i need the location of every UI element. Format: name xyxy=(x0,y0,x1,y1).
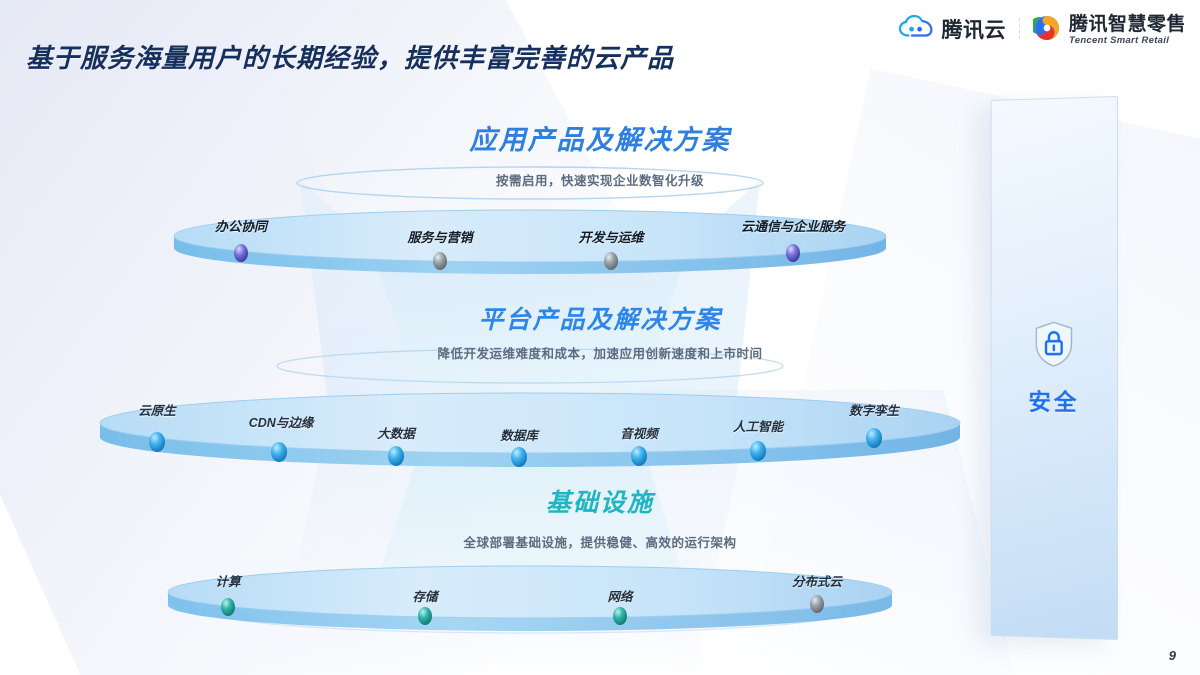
node-label-cdn-edge[interactable]: CDN与边缘 xyxy=(248,416,314,430)
tier-subtitle-platform: 降低开发运维难度和成本，加速应用创新速度和上市时间 xyxy=(437,347,763,361)
node-label-compute[interactable]: 计算 xyxy=(215,575,241,589)
tier-title-application: 应用产品及解决方案 xyxy=(469,125,731,155)
smart-retail-label-en: Tencent Smart Retail xyxy=(1068,34,1170,46)
node-label-cloud-communication[interactable]: 云通信与企业服务 xyxy=(740,219,846,234)
logo-bar: 腾讯云 腾讯智慧零售 Tencent Smart Retail xyxy=(899,10,1186,50)
node-dot xyxy=(786,244,800,262)
node-label-digital-twin[interactable]: 数字孪生 xyxy=(848,404,900,418)
security-panel-content: 安全 xyxy=(992,97,1117,639)
node-label-service-marketing[interactable]: 服务与营销 xyxy=(407,230,473,245)
background-shape-three xyxy=(180,560,700,675)
node-label-audio-video[interactable]: 音视频 xyxy=(620,427,658,441)
page-number: 9 xyxy=(1168,648,1176,663)
page-title: 基于服务海量用户的长期经验，提供丰富完善的云产品 xyxy=(26,43,675,73)
node-label-database[interactable]: 数据库 xyxy=(500,429,538,443)
node-label-storage[interactable]: 存储 xyxy=(412,590,438,604)
node-label-office-collaboration[interactable]: 办公协同 xyxy=(214,219,268,234)
security-panel[interactable]: 安全 xyxy=(990,96,1118,640)
tier-title-platform: 平台产品及解决方案 xyxy=(478,306,722,334)
smart-retail-text: 腾讯智慧零售 Tencent Smart Retail xyxy=(1069,15,1186,46)
node-label-big-data[interactable]: 大数据 xyxy=(377,427,415,441)
node-label-distributed-cloud[interactable]: 分布式云 xyxy=(791,575,843,589)
node-label-network[interactable]: 网络 xyxy=(607,590,633,604)
security-label: 安全 xyxy=(1028,388,1080,415)
smart-retail-logo: 腾讯智慧零售 Tencent Smart Retail xyxy=(1030,14,1186,47)
tencent-cloud-label: 腾讯云 xyxy=(941,18,1006,42)
smart-retail-label-cn: 腾讯智慧零售 xyxy=(1068,13,1186,35)
tencent-smart-retail-icon xyxy=(1030,14,1061,47)
node-label-devops[interactable]: 开发与运维 xyxy=(578,230,644,245)
shield-lock-icon xyxy=(1031,319,1076,369)
tier-title-infrastructure: 基础设施 xyxy=(545,489,654,517)
node-label-ai[interactable]: 人工智能 xyxy=(732,420,784,434)
tier-subtitle-infrastructure: 全球部署基础设施，提供稳健、高效的运行架构 xyxy=(463,536,737,550)
logo-divider xyxy=(1018,18,1020,42)
tencent-cloud-icon xyxy=(899,14,933,46)
tencent-cloud-logo: 腾讯云 xyxy=(899,14,1006,46)
tier-subtitle-application: 按需启用，快速实现企业数智化升级 xyxy=(495,174,704,188)
node-label-cloud-native[interactable]: 云原生 xyxy=(138,404,176,418)
